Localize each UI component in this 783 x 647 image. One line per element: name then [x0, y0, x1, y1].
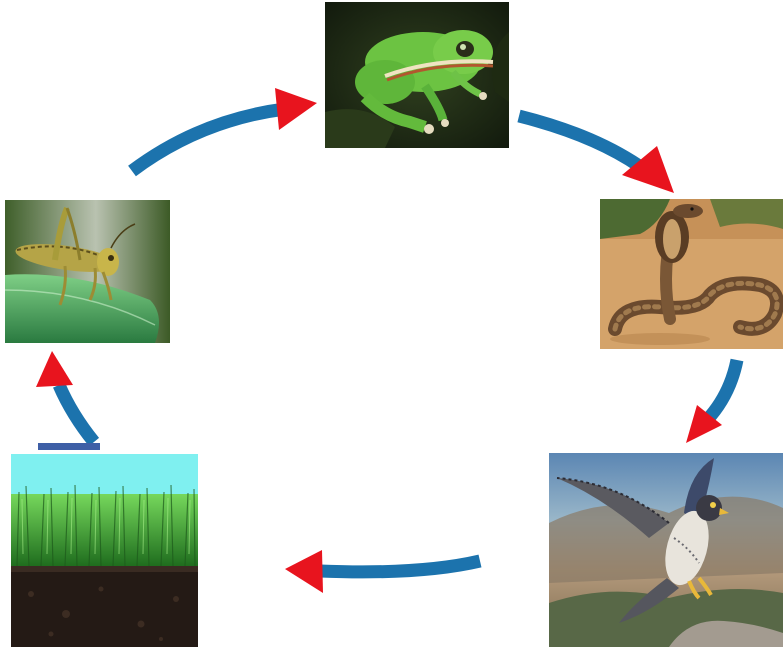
cobra-icon	[600, 199, 783, 349]
blocker-bar	[38, 443, 100, 450]
arrow-grasshopper-to-frog	[132, 88, 317, 171]
falcon-image	[549, 453, 783, 647]
falcon-icon	[549, 453, 783, 647]
grass-icon	[11, 454, 198, 647]
arrow-grass-to-grasshopper	[36, 351, 100, 450]
grasshopper-icon	[5, 200, 170, 343]
frog-image	[325, 2, 509, 148]
arrow-falcon-to-grass	[285, 550, 480, 593]
grass-image	[11, 454, 198, 647]
frog-icon	[325, 2, 509, 148]
cobra-image	[600, 199, 783, 349]
arrow-cobra-to-falcon	[686, 360, 737, 443]
grasshopper-image	[5, 200, 170, 343]
arrow-frog-to-cobra	[519, 116, 674, 193]
